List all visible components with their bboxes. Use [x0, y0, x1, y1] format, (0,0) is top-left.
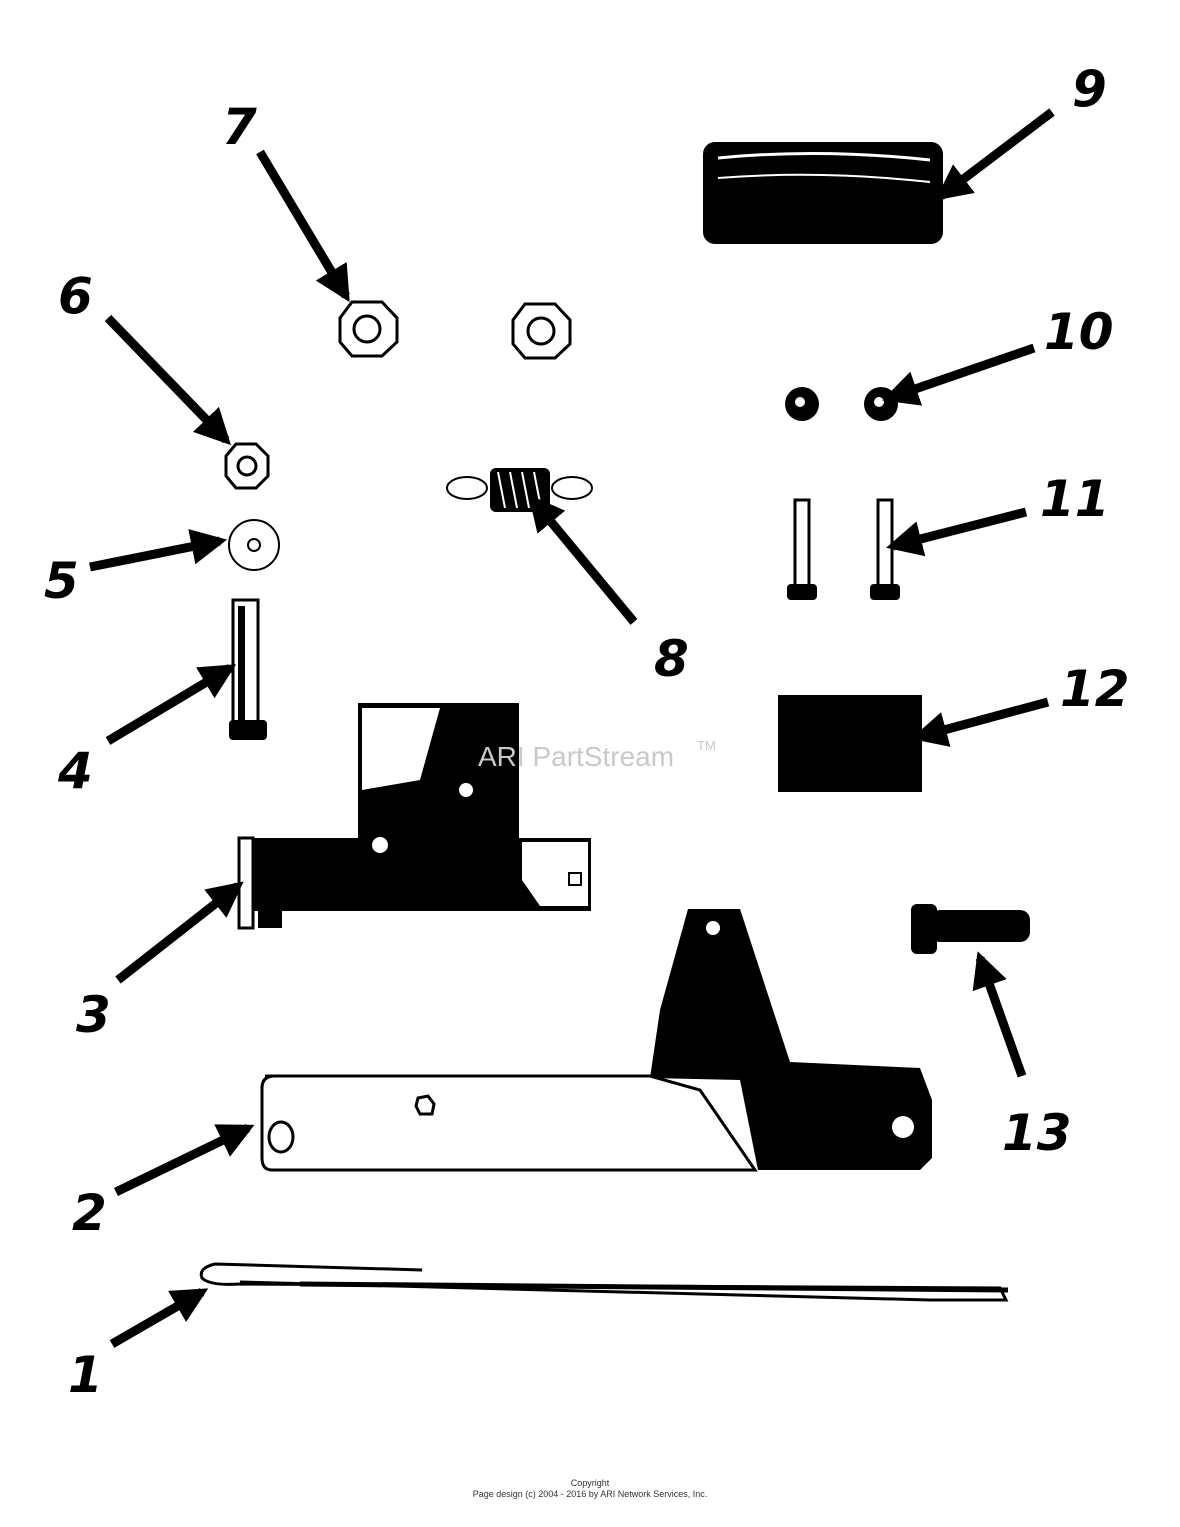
callout-13: 13: [1002, 1104, 1072, 1162]
part-6-small-nut: [224, 442, 270, 490]
watermark: ARI PartStream TM: [478, 738, 716, 772]
callout-8: 8: [654, 630, 689, 688]
callout-5: 5: [44, 552, 79, 610]
callout-11: 11: [1040, 470, 1110, 528]
arrow-7: [256, 149, 350, 303]
part-5-washer: [228, 519, 280, 571]
arrow-3: [115, 881, 244, 984]
footer-copyright: Copyright: [571, 1478, 610, 1488]
part-1-cotter-pin: [199, 1262, 1009, 1302]
callout-3: 3: [76, 986, 111, 1044]
part-3-bracket: [237, 703, 591, 930]
part-12-block: [778, 695, 922, 792]
part-9-sleeve: [703, 142, 943, 244]
callout-labels: 1 2 3 4 5 6 7 8 9 10 11 12 13: [44, 60, 1130, 1404]
leader-arrows: [89, 108, 1055, 1348]
arrow-1: [109, 1288, 209, 1348]
arrow-9: [935, 108, 1055, 201]
callout-10: 10: [1044, 303, 1114, 361]
arrow-2: [114, 1123, 255, 1197]
arrow-4: [105, 664, 237, 745]
watermark-tm: TM: [697, 738, 716, 753]
arrow-6: [104, 314, 232, 446]
part-7-nut-right: [511, 302, 572, 360]
arrow-10: [882, 343, 1036, 406]
callout-7: 7: [222, 98, 257, 156]
part-7-nut-left: [338, 300, 399, 358]
arrow-11: [886, 507, 1028, 557]
part-10-nut-left: [785, 387, 819, 421]
callout-2: 2: [72, 1184, 107, 1242]
callout-12: 12: [1060, 660, 1130, 718]
watermark-text: ARI PartStream: [478, 741, 674, 772]
callout-4: 4: [57, 742, 93, 800]
footer: Copyright Page design (c) 2004 - 2016 by…: [473, 1478, 708, 1499]
part-11-pin-left: [787, 498, 817, 600]
callout-9: 9: [1072, 60, 1107, 118]
footer-page-design: Page design (c) 2004 - 2016 by ARI Netwo…: [473, 1489, 708, 1499]
part-4-bolt: [229, 598, 267, 740]
part-2-lever: [260, 909, 932, 1172]
arrow-8: [528, 494, 638, 625]
arrow-13: [972, 951, 1027, 1078]
arrow-5: [89, 528, 228, 572]
part-13-bolt: [911, 904, 1030, 954]
callout-6: 6: [58, 267, 93, 325]
callout-1: 1: [68, 1346, 103, 1404]
arrow-12: [911, 697, 1050, 747]
part-8-spring: [446, 468, 593, 512]
